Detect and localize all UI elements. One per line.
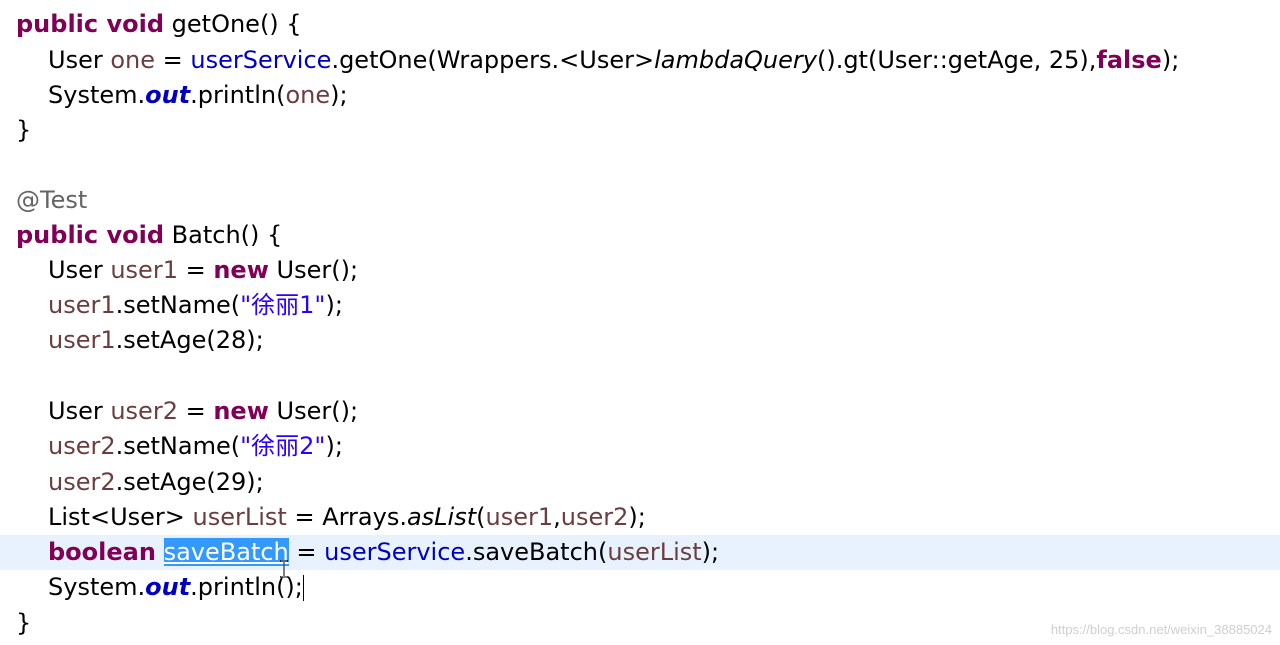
code-text: );: [325, 291, 343, 319]
code-text: =: [177, 256, 214, 284]
code-line[interactable]: public void Batch() {: [16, 218, 1280, 253]
code-line[interactable]: System.out.println(one);: [48, 78, 1280, 113]
text-caret: [302, 575, 304, 601]
local-variable: one: [110, 46, 156, 74]
field-reference: userService: [190, 46, 332, 74]
code-line[interactable]: public void getOne() {: [16, 7, 1280, 42]
static-field: out: [145, 81, 191, 109]
static-method: asList: [406, 503, 477, 531]
code-line[interactable]: }: [16, 113, 1280, 148]
code-text: );: [701, 538, 720, 566]
local-variable: userList: [607, 538, 702, 566]
keyword: public void: [16, 221, 165, 249]
code-text: .setName(: [115, 291, 241, 319]
code-text: getOne() {: [164, 10, 302, 38]
code-line[interactable]: }: [16, 606, 1280, 641]
code-text: .setAge(29);: [115, 468, 264, 496]
code-text: = Arrays.: [286, 503, 407, 531]
code-text: .setAge(28);: [115, 326, 264, 354]
local-variable: user2: [560, 503, 629, 531]
watermark: https://blog.csdn.net/weixin_38885024: [1050, 622, 1272, 637]
local-variable: user1: [485, 503, 554, 531]
keyword: false: [1096, 46, 1162, 74]
annotation: @Test: [16, 186, 88, 214]
code-text: );: [628, 503, 646, 531]
static-field: out: [145, 573, 191, 601]
code-text: );: [325, 432, 343, 460]
keyword: new: [213, 256, 269, 284]
local-variable: user1: [48, 291, 116, 319]
code-text: System.: [48, 573, 146, 601]
text-cursor-icon: [280, 560, 288, 578]
code-line[interactable]: @Test: [16, 183, 1280, 218]
local-variable: user1: [48, 326, 116, 354]
local-variable: user2: [48, 468, 116, 496]
code-text: System.: [48, 81, 146, 109]
keyword: new: [213, 397, 269, 425]
string-literal: "徐丽1": [240, 291, 326, 319]
code-text: User();: [268, 397, 359, 425]
code-text: User: [48, 46, 111, 74]
code-line[interactable]: System.out.println();: [48, 570, 1280, 605]
code-text: Batch() {: [164, 221, 283, 249]
code-text: User();: [268, 256, 359, 284]
keyword: boolean: [48, 538, 156, 566]
code-line[interactable]: User user1 = new User();: [48, 253, 1280, 288]
code-line[interactable]: User user2 = new User();: [48, 394, 1280, 429]
string-literal: "徐丽2": [240, 432, 326, 460]
static-method: lambdaQuery: [654, 46, 817, 74]
code-text: .println(: [190, 81, 286, 109]
code-line[interactable]: user2.setAge(29);: [48, 465, 1280, 500]
local-variable: user2: [48, 432, 116, 460]
code-text: User: [48, 256, 111, 284]
code-text: [156, 538, 164, 566]
local-variable: userList: [192, 503, 287, 531]
code-text: }: [16, 116, 32, 144]
code-line[interactable]: user1.setName("徐丽1");: [48, 288, 1280, 323]
code-text: .saveBatch(: [465, 538, 608, 566]
code-text: .setName(: [115, 432, 241, 460]
code-text: =: [288, 538, 325, 566]
current-code-line[interactable]: boolean saveBatch = userService.saveBatc…: [0, 535, 1280, 570]
code-text: (: [476, 503, 486, 531]
code-text: =: [177, 397, 214, 425]
code-text: ,: [553, 503, 561, 531]
code-text: }: [16, 609, 32, 637]
code-line[interactable]: user1.setAge(28);: [48, 323, 1280, 358]
code-text: );: [1161, 46, 1180, 74]
keyword: public void: [16, 10, 165, 38]
selected-text[interactable]: saveBatch: [163, 538, 289, 566]
code-text: );: [330, 81, 348, 109]
code-text: .getOne(Wrappers.<User>: [331, 46, 655, 74]
code-text: ().gt(User::getAge, 25),: [816, 46, 1097, 74]
code-text: List<User>: [48, 503, 193, 531]
code-line[interactable]: User one = userService.getOne(Wrappers.<…: [48, 43, 1280, 78]
code-line[interactable]: List<User> userList = Arrays.asList(user…: [48, 500, 1280, 535]
local-variable: user2: [110, 397, 178, 425]
code-text: =: [155, 46, 191, 74]
local-variable: user1: [110, 256, 178, 284]
code-line[interactable]: user2.setName("徐丽2");: [48, 429, 1280, 464]
code-text: User: [48, 397, 111, 425]
field-reference: userService: [324, 538, 466, 566]
local-variable: one: [285, 81, 331, 109]
